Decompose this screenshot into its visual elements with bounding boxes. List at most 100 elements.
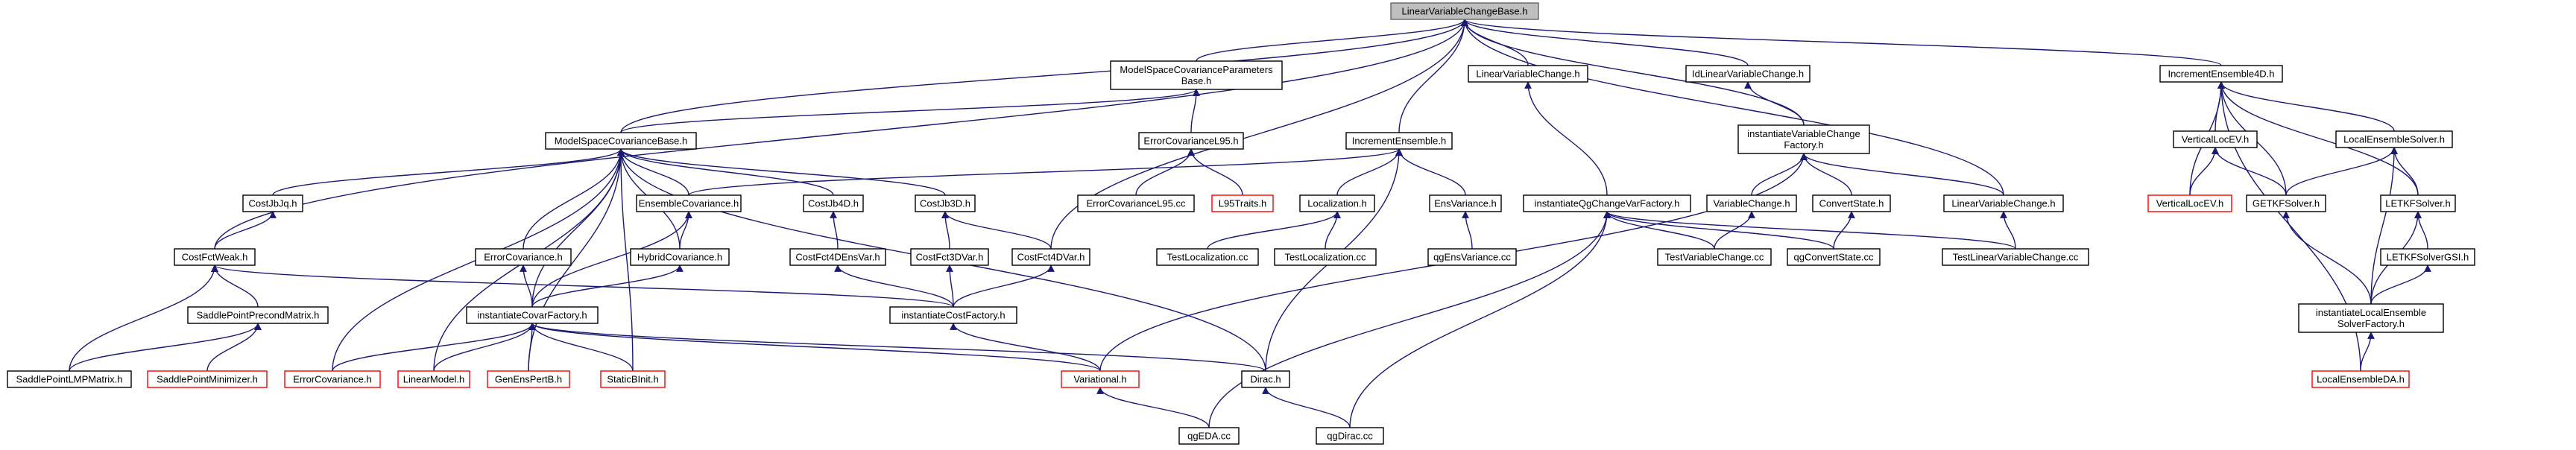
dependency-edge	[528, 323, 634, 372]
graph-node-iqgcv[interactable]: instantiateQgChangeVarFactory.h	[1523, 194, 1691, 212]
graph-node-qgeda[interactable]: qgEDA.cc	[1178, 427, 1240, 445]
graph-node-cf4dv[interactable]: CostFct4DVar.h	[1011, 248, 1090, 266]
dependency-edge	[1096, 387, 1210, 428]
graph-node-getkf[interactable]: GETKFSolver.h	[2246, 194, 2326, 212]
graph-node-errcovr[interactable]: ErrorCovariance.h	[284, 370, 381, 388]
graph-node-staticb[interactable]: StaticBInit.h	[600, 370, 666, 388]
node-box	[1523, 194, 1691, 212]
node-box	[2298, 303, 2444, 333]
graph-node-tlvc[interactable]: TestLinearVariableChange.cc	[1942, 248, 2089, 266]
graph-node-idlvc[interactable]: IdLinearVariableChange.h	[1685, 65, 1811, 83]
node-label: VerticalLocEV.h	[2182, 134, 2250, 145]
graph-node-vlevr[interactable]: VerticalLocEV.h	[2147, 194, 2232, 212]
dependency-edge	[2217, 81, 2419, 196]
node-label: HybridCovariance.h	[637, 252, 722, 263]
dependency-edge	[1461, 19, 2004, 196]
graph-node-qgcs[interactable]: qgConvertState.cc	[1787, 248, 1881, 266]
graph-node-letkf[interactable]: LETKFSolver.h	[2380, 194, 2456, 212]
dependency-edge	[1833, 211, 1855, 250]
graph-node-icovf[interactable]: instantiateCovarFactory.h	[466, 306, 599, 324]
dependency-edge	[2189, 147, 2219, 196]
node-label: instantiateCovarFactory.h	[477, 310, 587, 321]
node-label: LETKFSolver.h	[2385, 198, 2450, 209]
graph-node-root[interactable]: LinearVariableChangeBase.h	[1390, 2, 1539, 20]
graph-node-ie[interactable]: IncrementEnsemble.h	[1345, 132, 1453, 150]
node-box	[545, 132, 697, 150]
graph-node-cf3d[interactable]: CostFct3DVar.h	[910, 248, 989, 266]
graph-node-qgev[interactable]: qgEnsVariance.cc	[1427, 248, 1517, 266]
dependency-edge	[214, 211, 277, 250]
graph-node-convst[interactable]: ConvertState.h	[1812, 194, 1891, 212]
graph-node-spm[interactable]: SaddlePointPrecondMatrix.h	[187, 306, 329, 324]
node-box	[1943, 194, 2064, 212]
dependency-edge	[272, 148, 625, 196]
dependency-edge	[520, 264, 533, 308]
dependency-edge	[214, 19, 1468, 250]
dependency-edge	[1398, 19, 1468, 133]
dependency-edge	[2390, 147, 2419, 196]
dependency-edge	[528, 148, 625, 372]
graph-node-icf[interactable]: instantiateCostFactory.h	[889, 306, 1017, 324]
graph-node-spmin[interactable]: SaddlePointMinimizer.h	[147, 370, 268, 388]
node-box	[1061, 370, 1140, 388]
graph-node-ensvar[interactable]: EnsVariance.h	[1429, 194, 1502, 212]
graph-node-splmp[interactable]: SaddlePointLMPMatrix.h	[7, 370, 132, 388]
node-box	[1241, 370, 1290, 388]
graph-node-lvch2[interactable]: LinearVariableChange.h	[1943, 194, 2064, 212]
graph-node-cj3d[interactable]: CostJb3D.h	[915, 194, 976, 212]
node-box	[1812, 194, 1891, 212]
node-box	[174, 248, 256, 266]
graph-node-letkfgsi[interactable]: LETKFSolverGSI.h	[2380, 248, 2475, 266]
node-label: IdLinearVariableChange.h	[1692, 69, 1804, 80]
dependency-edge	[1196, 19, 1468, 62]
graph-node-cjq[interactable]: CostJbJq.h	[242, 194, 303, 212]
graph-node-lvch1[interactable]: LinearVariableChange.h	[1468, 65, 1588, 83]
node-label: CostJbJq.h	[248, 198, 297, 209]
dependency-edge	[1187, 148, 1243, 196]
node-label: instantiateCostFactory.h	[901, 310, 1005, 321]
graph-node-hyb[interactable]: HybridCovariance.h	[630, 248, 730, 266]
graph-node-ecl95h[interactable]: ErrorCovarianceL95.h	[1138, 132, 1244, 150]
graph-node-loc[interactable]: Localization.h	[1299, 194, 1375, 212]
node-box	[2147, 194, 2232, 212]
dependency-edge	[1349, 211, 1611, 428]
graph-node-mscb[interactable]: ModelSpaceCovarianceBase.h	[545, 132, 697, 150]
graph-node-cj4d[interactable]: CostJb4D.h	[803, 194, 864, 212]
dependency-edge	[1207, 211, 1341, 250]
dependency-edge	[2212, 147, 2287, 196]
graph-node-tloc1[interactable]: TestLocalization.cc	[1156, 248, 1259, 266]
graph-node-cfw[interactable]: CostFctWeak.h	[174, 248, 256, 266]
node-label: qgEDA.cc	[1187, 431, 1231, 442]
dependency-edge	[1603, 211, 1715, 250]
node-box	[803, 194, 864, 212]
graph-node-ie4d[interactable]: IncrementEnsemble4D.h	[2159, 65, 2283, 83]
dependency-edge	[528, 323, 536, 372]
node-label: CostFctWeak.h	[182, 252, 248, 263]
graph-node-qgdirac[interactable]: qgDirac.cc	[1316, 427, 1384, 445]
graph-node-varch[interactable]: VariableChange.h	[1706, 194, 1797, 212]
dependency-edge	[531, 211, 692, 308]
graph-node-linmod[interactable]: LinearModel.h	[397, 370, 470, 388]
graph-node-var[interactable]: Variational.h	[1061, 370, 1140, 388]
graph-node-ecl95cc[interactable]: ErrorCovarianceL95.cc	[1077, 194, 1195, 212]
graph-node-genens[interactable]: GenEnsPertB.h	[487, 370, 570, 388]
dependency-edge	[1461, 19, 2222, 66]
graph-node-les[interactable]: LocalEnsembleSolver.h	[2335, 130, 2453, 148]
graph-node-tvc[interactable]: TestVariableChange.cc	[1657, 248, 1772, 266]
graph-node-ec_cov[interactable]: EnsembleCovariance.h	[636, 194, 742, 212]
node-box	[2311, 370, 2410, 388]
graph-node-ledah[interactable]: LocalEnsembleDA.h	[2311, 370, 2410, 388]
graph-node-l95t[interactable]: L95Traits.h	[1211, 194, 1274, 212]
graph-node-cf4dens[interactable]: CostFct4DEnsVar.h	[789, 248, 886, 266]
node-box	[915, 194, 976, 212]
dependency-edge	[2414, 211, 2428, 250]
node-box	[1316, 427, 1384, 445]
graph-node-errcov[interactable]: ErrorCovariance.h	[475, 248, 572, 266]
graph-node-vlev[interactable]: VerticalLocEV.h	[2173, 130, 2258, 148]
graph-node-tloc2[interactable]: TestLocalization.cc	[1274, 248, 1377, 266]
graph-node-dirac[interactable]: Dirac.h	[1241, 370, 1290, 388]
